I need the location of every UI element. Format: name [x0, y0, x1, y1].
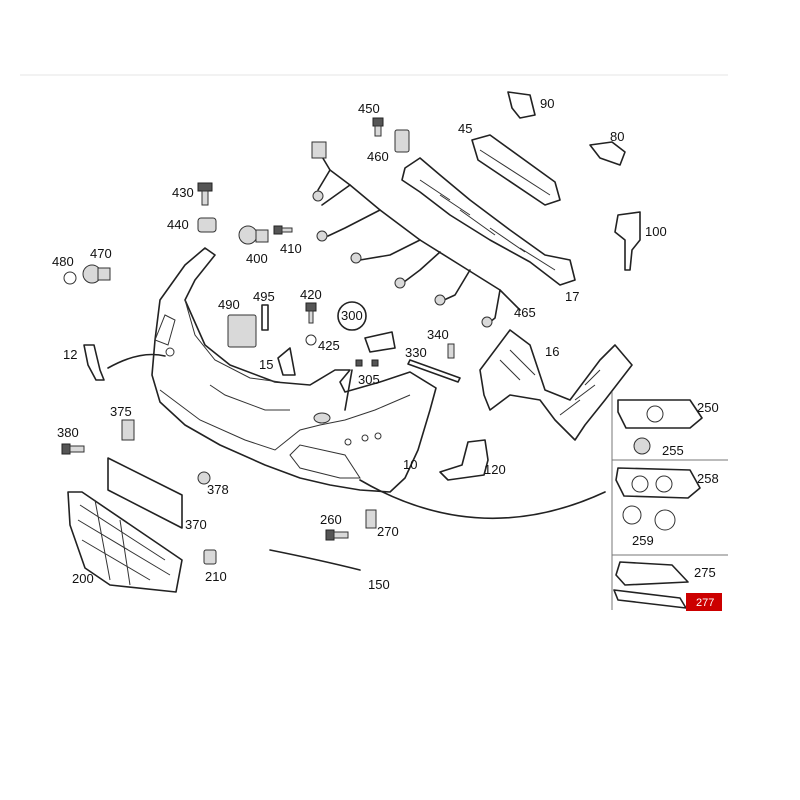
holder-80[interactable]	[589, 141, 626, 166]
label-90: 90	[540, 96, 554, 111]
grille-200[interactable]	[67, 491, 183, 593]
label-378: 378	[207, 482, 229, 497]
label-80: 80	[610, 129, 624, 144]
label-410: 410	[280, 241, 302, 256]
label-495: 495	[253, 289, 275, 304]
label-250: 250	[697, 400, 719, 415]
label-200: 200	[72, 571, 94, 586]
label-470: 470	[90, 246, 112, 261]
label-420: 420	[300, 287, 322, 302]
holder-90[interactable]	[507, 91, 536, 119]
bolt-430[interactable]	[197, 182, 213, 206]
plate-holder-370[interactable]	[107, 457, 183, 529]
grommet-400[interactable]	[238, 225, 269, 245]
screw-420[interactable]	[305, 302, 317, 324]
label-375: 375	[110, 404, 132, 419]
label-460: 460	[367, 149, 389, 164]
screw-260[interactable]	[325, 529, 349, 541]
label-100: 100	[645, 224, 667, 239]
clip-378[interactable]	[197, 471, 211, 485]
label-12: 12	[63, 347, 77, 362]
screw-380[interactable]	[61, 443, 85, 455]
side-bracket-16[interactable]	[479, 329, 633, 441]
inset-panel	[611, 392, 728, 610]
label-480: 480	[52, 254, 74, 269]
strip-330[interactable]	[407, 359, 461, 383]
label-45: 45	[458, 121, 472, 136]
washer-425[interactable]	[305, 334, 317, 346]
sensor-470[interactable]	[82, 264, 111, 284]
fog-ring-255[interactable]	[633, 437, 651, 455]
bracket-120[interactable]	[439, 439, 489, 481]
label-17: 17	[565, 289, 579, 304]
rings-259[interactable]	[622, 505, 676, 531]
bracket-375[interactable]	[121, 419, 135, 441]
label-330: 330	[405, 345, 427, 360]
module-490[interactable]	[227, 314, 257, 348]
label-450: 450	[358, 101, 380, 116]
bracket-495[interactable]	[261, 304, 269, 331]
screw-410[interactable]	[273, 225, 293, 235]
label-15: 15	[259, 357, 273, 372]
label-370: 370	[185, 517, 207, 532]
clip-340[interactable]	[447, 343, 455, 359]
part-badge[interactable]	[686, 593, 722, 611]
label-150: 150	[368, 577, 390, 592]
fog-grille-250[interactable]	[617, 399, 703, 429]
part-badge-label: 277	[696, 597, 714, 609]
bolt-450[interactable]	[372, 117, 384, 137]
label-275: 275	[694, 565, 716, 580]
label-430: 430	[172, 185, 194, 200]
arrow-300	[344, 369, 353, 411]
bracket-270[interactable]	[365, 509, 377, 529]
label-340: 340	[427, 327, 449, 342]
label-259: 259	[632, 533, 654, 548]
label-260: 260	[320, 512, 342, 527]
callout-300[interactable]	[337, 301, 396, 353]
label-210: 210	[205, 569, 227, 584]
clip-210[interactable]	[203, 549, 217, 565]
label-305: 305	[358, 372, 380, 387]
arrow-12	[107, 353, 166, 369]
label-120: 120	[484, 462, 506, 477]
mounting-rail-17[interactable]	[401, 157, 576, 286]
label-300: 300	[341, 308, 363, 323]
label-380: 380	[57, 425, 79, 440]
label-16: 16	[545, 344, 559, 359]
clips-305[interactable]	[355, 359, 379, 367]
label-465: 465	[514, 305, 536, 320]
label-490: 490	[218, 297, 240, 312]
label-258: 258	[697, 471, 719, 486]
front-bumper-10[interactable]	[151, 247, 437, 493]
bracket-12[interactable]	[83, 344, 105, 381]
bracket-15[interactable]	[277, 347, 296, 376]
wiring-harness-17[interactable]	[311, 141, 521, 328]
clip-460[interactable]	[394, 129, 410, 153]
bracket-100[interactable]	[614, 211, 641, 271]
bracket-45[interactable]	[471, 134, 561, 206]
clip-440[interactable]	[197, 217, 217, 233]
fog-grille-275[interactable]	[613, 561, 689, 609]
label-425: 425	[318, 338, 340, 353]
label-10: 10	[403, 457, 417, 472]
arrow-lower-grille	[359, 479, 606, 520]
fog-grille-258[interactable]	[615, 467, 701, 499]
label-440: 440	[167, 217, 189, 232]
strip-150[interactable]	[269, 549, 361, 571]
ring-480[interactable]	[63, 271, 77, 285]
label-255: 255	[662, 443, 684, 458]
label-270: 270	[377, 524, 399, 539]
label-400: 400	[246, 251, 268, 266]
